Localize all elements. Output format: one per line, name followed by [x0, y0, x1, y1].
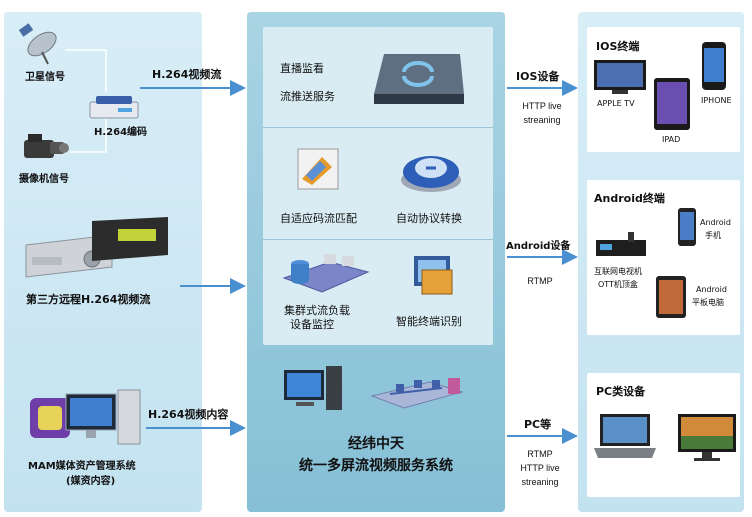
camera-label: 摄像机信号: [19, 174, 69, 185]
refresh-icon: [402, 61, 434, 87]
android-phone-icon: [678, 208, 696, 246]
camera-icon: [24, 134, 69, 158]
cluster-icon: [282, 254, 370, 293]
iphone-label: IPHONE: [701, 96, 732, 105]
ios-device-label: IOS设备: [516, 70, 560, 83]
android-tablet-label2: 平板电脑: [692, 298, 724, 307]
service-divider: [263, 127, 493, 128]
service-protocol: 自动协议转换: [396, 212, 462, 225]
pc-icon: [284, 366, 342, 410]
pc-protocol: RTMP HTTP live streaning: [520, 449, 560, 487]
adaptive-icon: [297, 148, 339, 190]
mam-sublabel: (媒资内容): [66, 476, 116, 487]
encoder-icon: [89, 96, 139, 119]
stb-label2: OTT机顶盒: [598, 280, 638, 289]
terminal-icon: [414, 256, 453, 295]
ios-protocol: HTTP live streaning: [522, 101, 562, 125]
h264-stream-label: H.264视频流: [152, 68, 222, 81]
monitor-icon: [678, 414, 736, 461]
protocol-icon: [401, 156, 461, 192]
server-icon: [374, 54, 464, 104]
system-name: 经纬中天: [348, 436, 404, 452]
satellite-icon: [18, 23, 57, 65]
system-title: 统一多屏流视频服务系统: [299, 458, 453, 474]
android-terminal-title: Android终端: [594, 192, 665, 205]
stb-icon: [596, 232, 646, 256]
ipad-icon: [654, 78, 690, 130]
laptop-icon: [594, 414, 656, 458]
ipad-label: IPAD: [662, 135, 681, 144]
android-tablet-icon: [656, 276, 686, 318]
mam-icon: [30, 389, 141, 445]
third-party-label: 第三方远程H.264视频流: [26, 293, 151, 306]
service-terminal: 智能终端识别: [396, 315, 462, 328]
android-device-label: Android设备: [506, 241, 571, 252]
ios-terminal-title: IOS终端: [596, 40, 640, 53]
satellite-label: 卫星信号: [25, 72, 65, 83]
appletv-icon: [594, 60, 646, 94]
android-phone-label1: Android: [700, 218, 731, 227]
iphone-icon: [702, 42, 726, 90]
service-adaptive: 自适应码流匹配: [280, 212, 357, 225]
stb-label1: 互联网电视机: [594, 267, 642, 276]
service-cluster: 集群式流负载: [284, 304, 350, 317]
android-tablet-label1: Android: [696, 285, 727, 294]
android-protocol: RTMP: [527, 276, 553, 286]
camera-line: [70, 118, 107, 153]
network-icon: [370, 378, 464, 409]
h264-content-label: H.264视频内容: [148, 408, 229, 421]
pc-terminal-title: PC类设备: [596, 385, 646, 398]
service-stream-push: 流推送服务: [280, 90, 335, 103]
satellite-line: [65, 49, 107, 92]
appletv-label: APPLE TV: [597, 99, 635, 108]
service-live-monitor: 直播监看: [280, 62, 324, 75]
media-server-icon: [25, 217, 168, 278]
mam-label: MAM媒体资产管理系统: [28, 461, 136, 472]
service-divider: [263, 239, 493, 240]
encoder-label: H.264编码: [94, 127, 148, 138]
android-phone-label2: 手机: [705, 231, 721, 240]
pc-device-label: PC等: [524, 418, 552, 431]
service-monitor: 设备监控: [290, 318, 334, 331]
